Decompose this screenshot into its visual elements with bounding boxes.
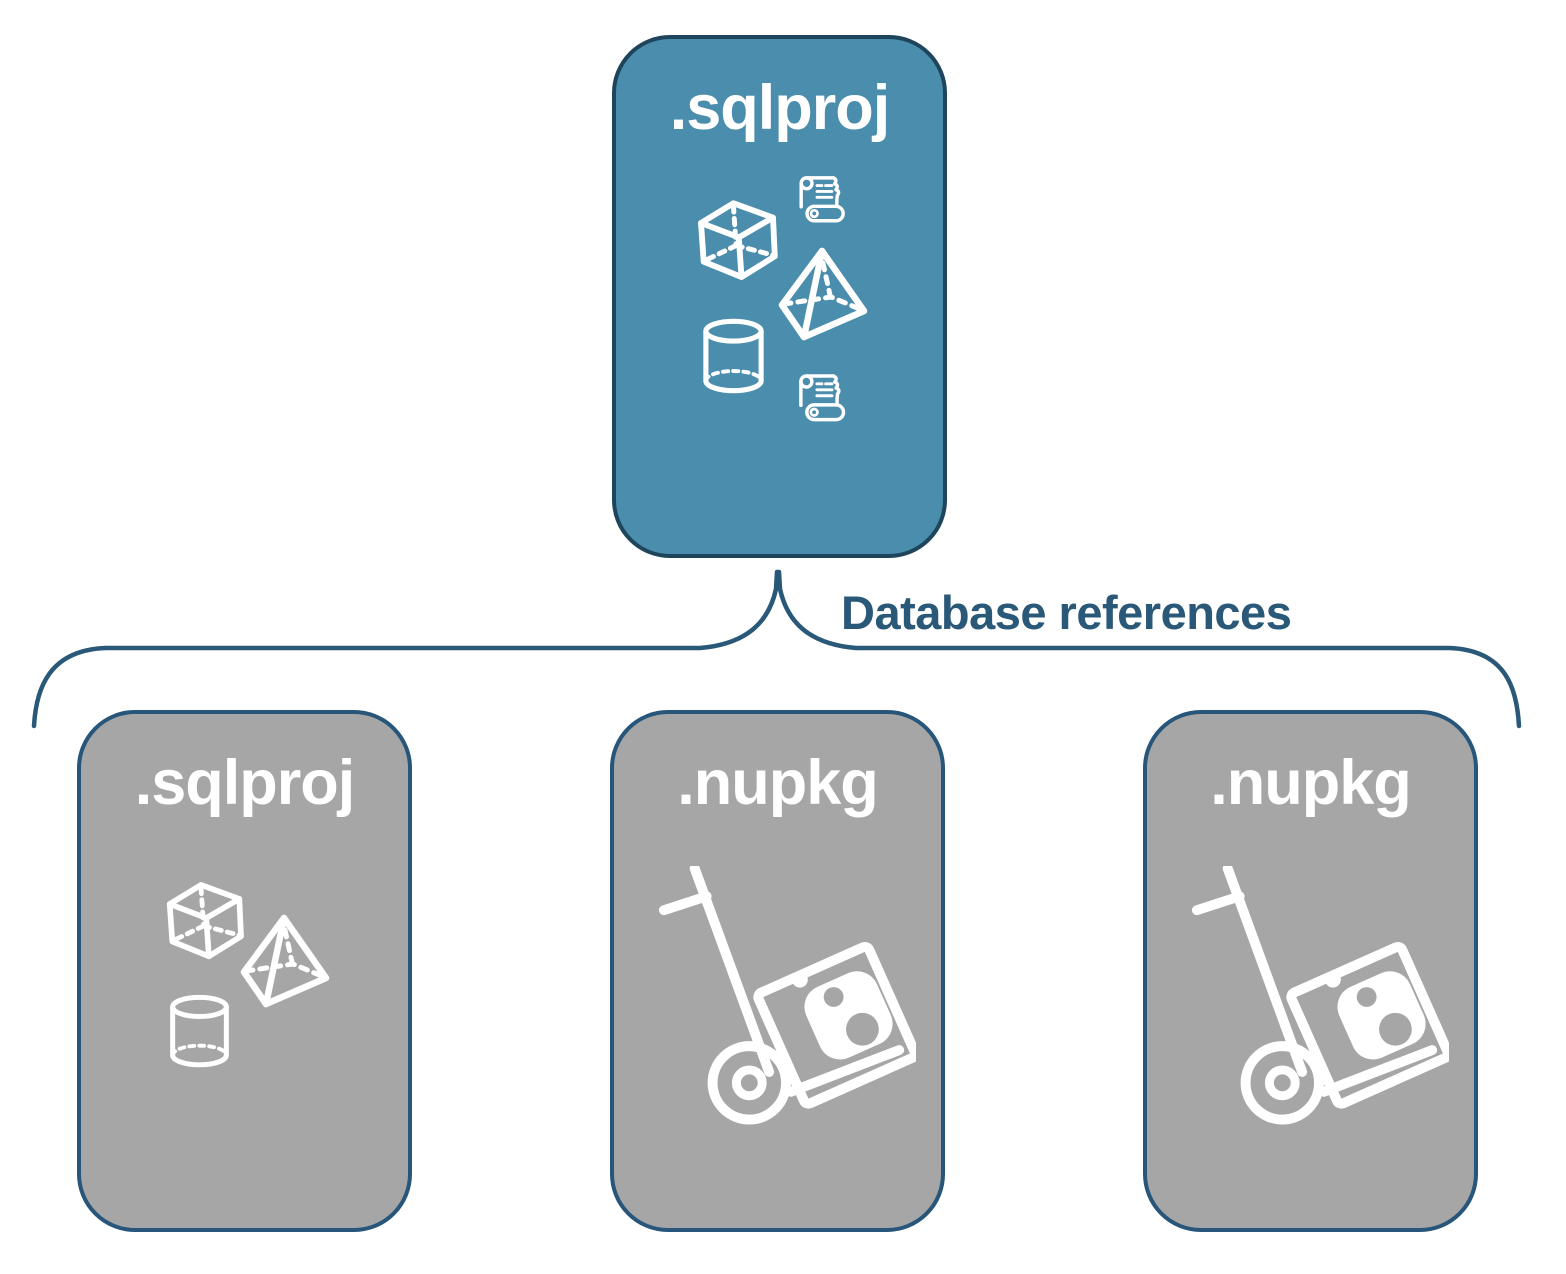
child-card-nupkg-2: .nupkg — [1143, 710, 1478, 1232]
child-card-sqlproj: .sqlproj — [77, 710, 412, 1232]
brace-connector — [31, 569, 1522, 729]
child-card-nupkg-1: .nupkg — [610, 710, 945, 1232]
root-card-sqlproj: .sqlproj — [612, 35, 947, 558]
card-title: .nupkg — [1210, 748, 1411, 818]
connector-label: Database references — [841, 586, 1292, 639]
card-title: .sqlproj — [134, 748, 356, 818]
card-title: .nupkg — [677, 748, 878, 818]
card-title: .sqlproj — [669, 73, 891, 143]
